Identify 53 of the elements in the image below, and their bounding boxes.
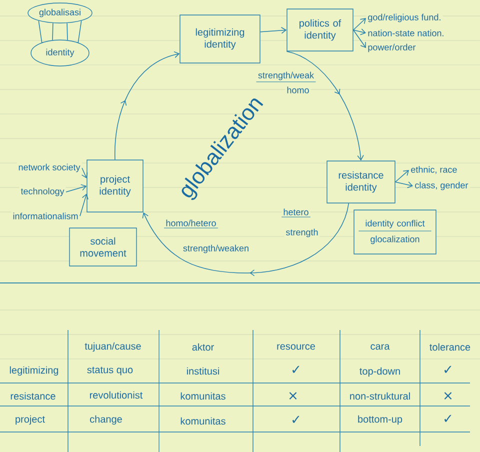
concept-box: social movement bbox=[69, 228, 137, 266]
row-heading: legitimizing bbox=[8, 364, 60, 378]
concept-box: project identity bbox=[86, 160, 144, 212]
connector-line bbox=[38, 20, 42, 43]
column-heading: resource bbox=[275, 342, 317, 352]
arrow bbox=[352, 28, 366, 36]
concept-box: legitimizing identity bbox=[180, 14, 260, 64]
note-text: network society bbox=[16, 162, 82, 174]
curved-arrow bbox=[142, 202, 350, 276]
note-text: informationalism bbox=[11, 211, 80, 221]
note-text: class, gender bbox=[413, 180, 470, 192]
check-mark: ✓ bbox=[290, 364, 302, 376]
curved-arrow bbox=[114, 51, 180, 160]
check-mark: ✓ bbox=[442, 364, 454, 376]
oval-bubble: globalisasi bbox=[28, 2, 92, 24]
arc-label: homo/hetero bbox=[164, 218, 218, 228]
table-value: top-down bbox=[358, 366, 402, 378]
note-text: ethnic, race bbox=[409, 164, 459, 176]
cross-mark: × bbox=[286, 391, 300, 401]
arrow bbox=[66, 184, 87, 192]
arc-label: homo bbox=[285, 85, 311, 95]
connector-line bbox=[78, 20, 82, 43]
table-value: komunitas bbox=[178, 390, 228, 402]
table-value: komunitas bbox=[178, 416, 228, 426]
table-value: status quo bbox=[85, 365, 135, 377]
arrow bbox=[394, 182, 413, 188]
row-heading: resistance bbox=[8, 390, 58, 402]
column-heading: tujuan/cause bbox=[83, 340, 143, 354]
arrow bbox=[394, 170, 409, 182]
concept-box: resistance identity bbox=[326, 160, 396, 204]
arrow bbox=[81, 168, 88, 178]
oval-bubble: identity bbox=[30, 40, 90, 66]
check-mark: ✓ bbox=[290, 414, 302, 426]
arrow bbox=[352, 30, 366, 48]
arrow bbox=[352, 18, 366, 30]
connector-line bbox=[52, 22, 54, 40]
curved-arrow bbox=[286, 50, 364, 161]
arrow bbox=[260, 27, 287, 34]
column-heading: cara bbox=[368, 342, 392, 352]
arc-label: hetero bbox=[281, 207, 311, 218]
note-text: power/order bbox=[366, 42, 418, 54]
connector-line bbox=[66, 22, 68, 40]
arrow bbox=[80, 194, 88, 216]
note-box: identity conflict glocalization bbox=[354, 210, 436, 254]
concept-box: politics of identity bbox=[286, 8, 354, 52]
table-value: change bbox=[88, 414, 124, 426]
table-value: bottom-up bbox=[356, 414, 404, 426]
arc-label: strength/weaken bbox=[181, 243, 251, 255]
note-text: nation-state nation. bbox=[366, 28, 446, 38]
note-text: god/religious fund. bbox=[366, 12, 443, 24]
check-mark: ✓ bbox=[442, 414, 454, 424]
arc-label: strength bbox=[284, 227, 320, 239]
cross-mark: × bbox=[442, 391, 454, 401]
